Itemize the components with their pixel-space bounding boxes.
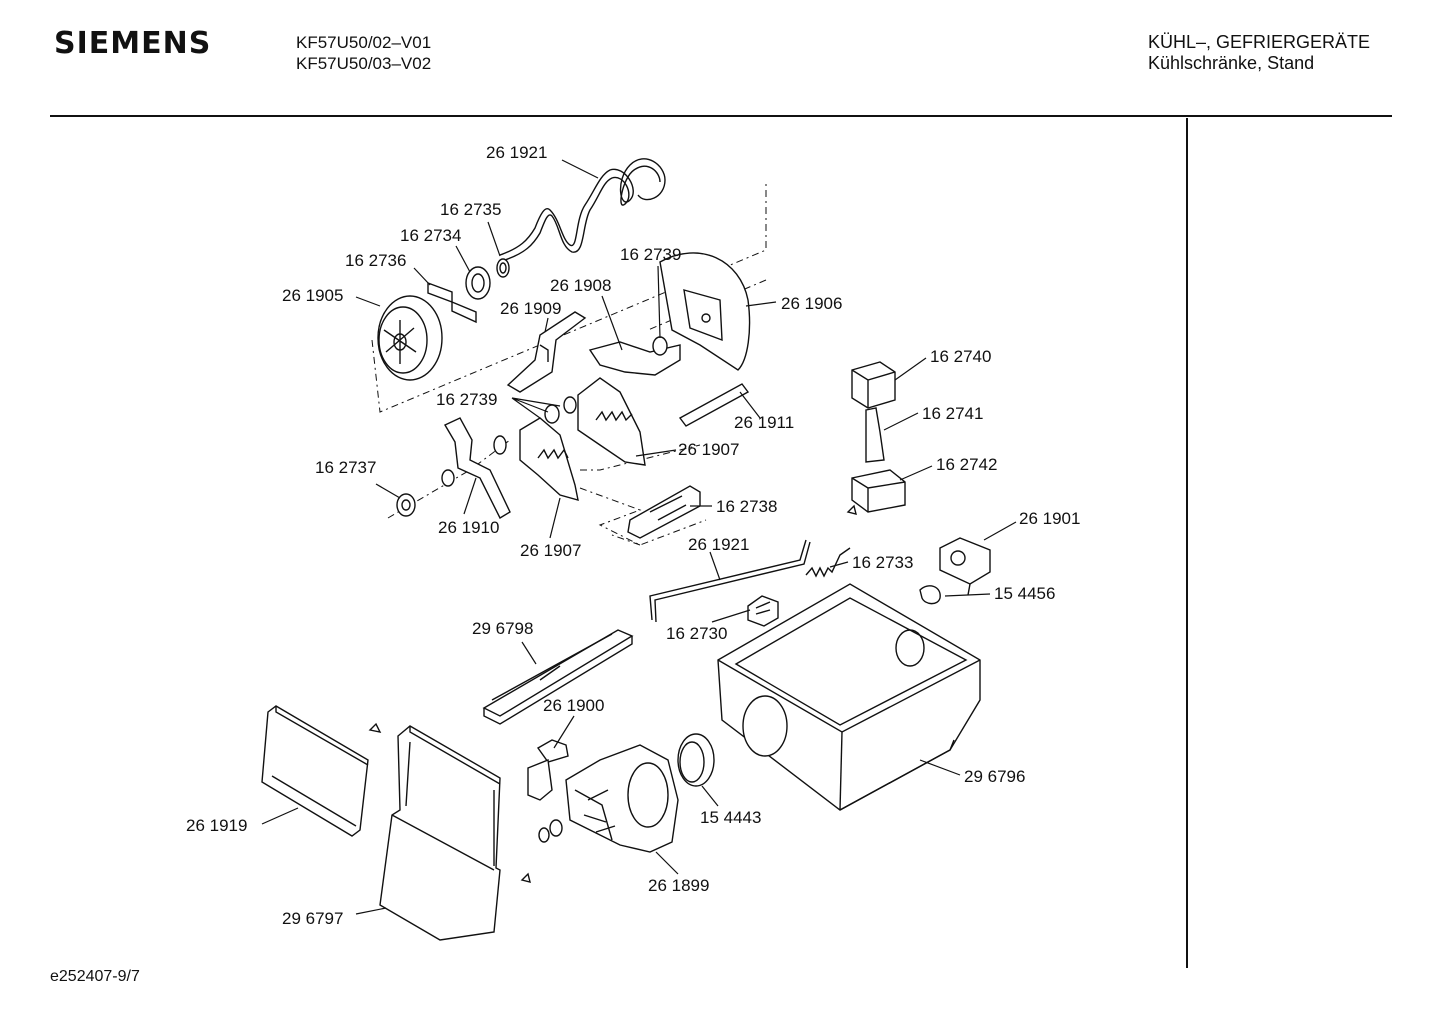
- lever-part: [444, 417, 511, 519]
- part-number-label: 16 2736: [345, 251, 406, 270]
- cover-plate-part: [659, 252, 751, 371]
- part-number-label: 16 2739: [620, 245, 681, 264]
- part-number-label: 26 1921: [688, 535, 749, 554]
- part-number-label: 26 1909: [500, 299, 561, 318]
- part-number-label: 15 4456: [994, 584, 1055, 603]
- part-number-label: 26 1905: [282, 286, 343, 305]
- holder-part: [627, 485, 701, 539]
- auger-housing-part: [565, 744, 679, 853]
- category-line: Kühlschränke, Stand: [1148, 53, 1315, 73]
- part-number-label: 16 2730: [666, 624, 727, 643]
- spring-part: [805, 547, 851, 578]
- door-flap-part: [261, 705, 369, 837]
- gear-plate-part: [519, 377, 646, 501]
- dispenser-housing-part: [379, 725, 501, 941]
- part-number-label: 16 2735: [440, 200, 501, 219]
- nut-part: [396, 469, 455, 517]
- siemens-logo: SIEMENS: [54, 26, 212, 61]
- model-numbers: KF57U50/02–V01 KF57U50/03–V02: [296, 32, 431, 74]
- part-number-label: 16 2738: [716, 497, 777, 516]
- part-number-label: 29 6798: [472, 619, 533, 638]
- part-number-label: 26 1910: [438, 518, 499, 537]
- part-number-label: 16 2742: [936, 455, 997, 474]
- part-number-label: 16 2739: [436, 390, 497, 409]
- part-number-label: 26 1899: [648, 876, 709, 895]
- part-number-label: 16 2741: [922, 404, 983, 423]
- model-number: KF57U50/03–V02: [296, 54, 432, 73]
- part-number-label: 26 1911: [734, 413, 794, 432]
- document-id: e252407-9/7: [50, 968, 140, 985]
- chute-tray-part: [482, 629, 634, 725]
- fan-blade-part: [427, 281, 477, 324]
- part-number-label: 26 1908: [550, 276, 611, 295]
- leader-lines: [261, 159, 1017, 915]
- part-number-label: 26 1907: [520, 541, 581, 560]
- rod-part: [678, 383, 750, 427]
- part-number-label: 26 1906: [781, 294, 842, 313]
- spacer-part: [544, 336, 668, 424]
- ice-bucket-part: [717, 583, 981, 811]
- model-number: KF57U50/02–V01: [296, 33, 432, 52]
- adapter-ring-part: [677, 733, 715, 787]
- heater-coil-part: [499, 158, 666, 261]
- part-number-label: 16 2734: [400, 226, 461, 245]
- header-divider: [50, 115, 1392, 117]
- solenoid-part: [851, 361, 906, 513]
- part-number-label: 16 2733: [852, 553, 913, 572]
- part-number-label: 26 1901: [1019, 509, 1080, 528]
- part-number-label: 29 6797: [282, 909, 343, 928]
- part-number-label: 15 4443: [700, 808, 761, 827]
- part-labels: 26 1921 16 2735 16 2734 16 2736 26 1905 …: [186, 143, 1080, 928]
- wire-rod-part: [649, 539, 811, 623]
- clip-part: [919, 585, 941, 605]
- part-number-label: 16 2740: [930, 347, 991, 366]
- guide-part: [747, 595, 779, 627]
- small-bracket-part: [527, 739, 569, 801]
- rings-part: [465, 258, 510, 300]
- part-number-label: 26 1900: [543, 696, 604, 715]
- part-number-label: 26 1921: [486, 143, 547, 162]
- part-number-label: 26 1919: [186, 816, 247, 835]
- motor-part: [939, 537, 991, 596]
- category-line: KÜHL–, GEFRIERGERÄTE: [1148, 32, 1371, 52]
- assembly-guide-lines: [371, 180, 767, 546]
- side-divider: [1186, 118, 1188, 968]
- appliance-category: KÜHL–, GEFRIERGERÄTE Kühlschränke, Stand: [1148, 32, 1370, 74]
- fan-housing-part: [377, 295, 443, 381]
- fasteners-part: [368, 504, 857, 883]
- part-number-label: 16 2737: [315, 458, 376, 477]
- part-number-label: 29 6796: [964, 767, 1025, 786]
- part-number-label: 26 1907: [678, 440, 739, 459]
